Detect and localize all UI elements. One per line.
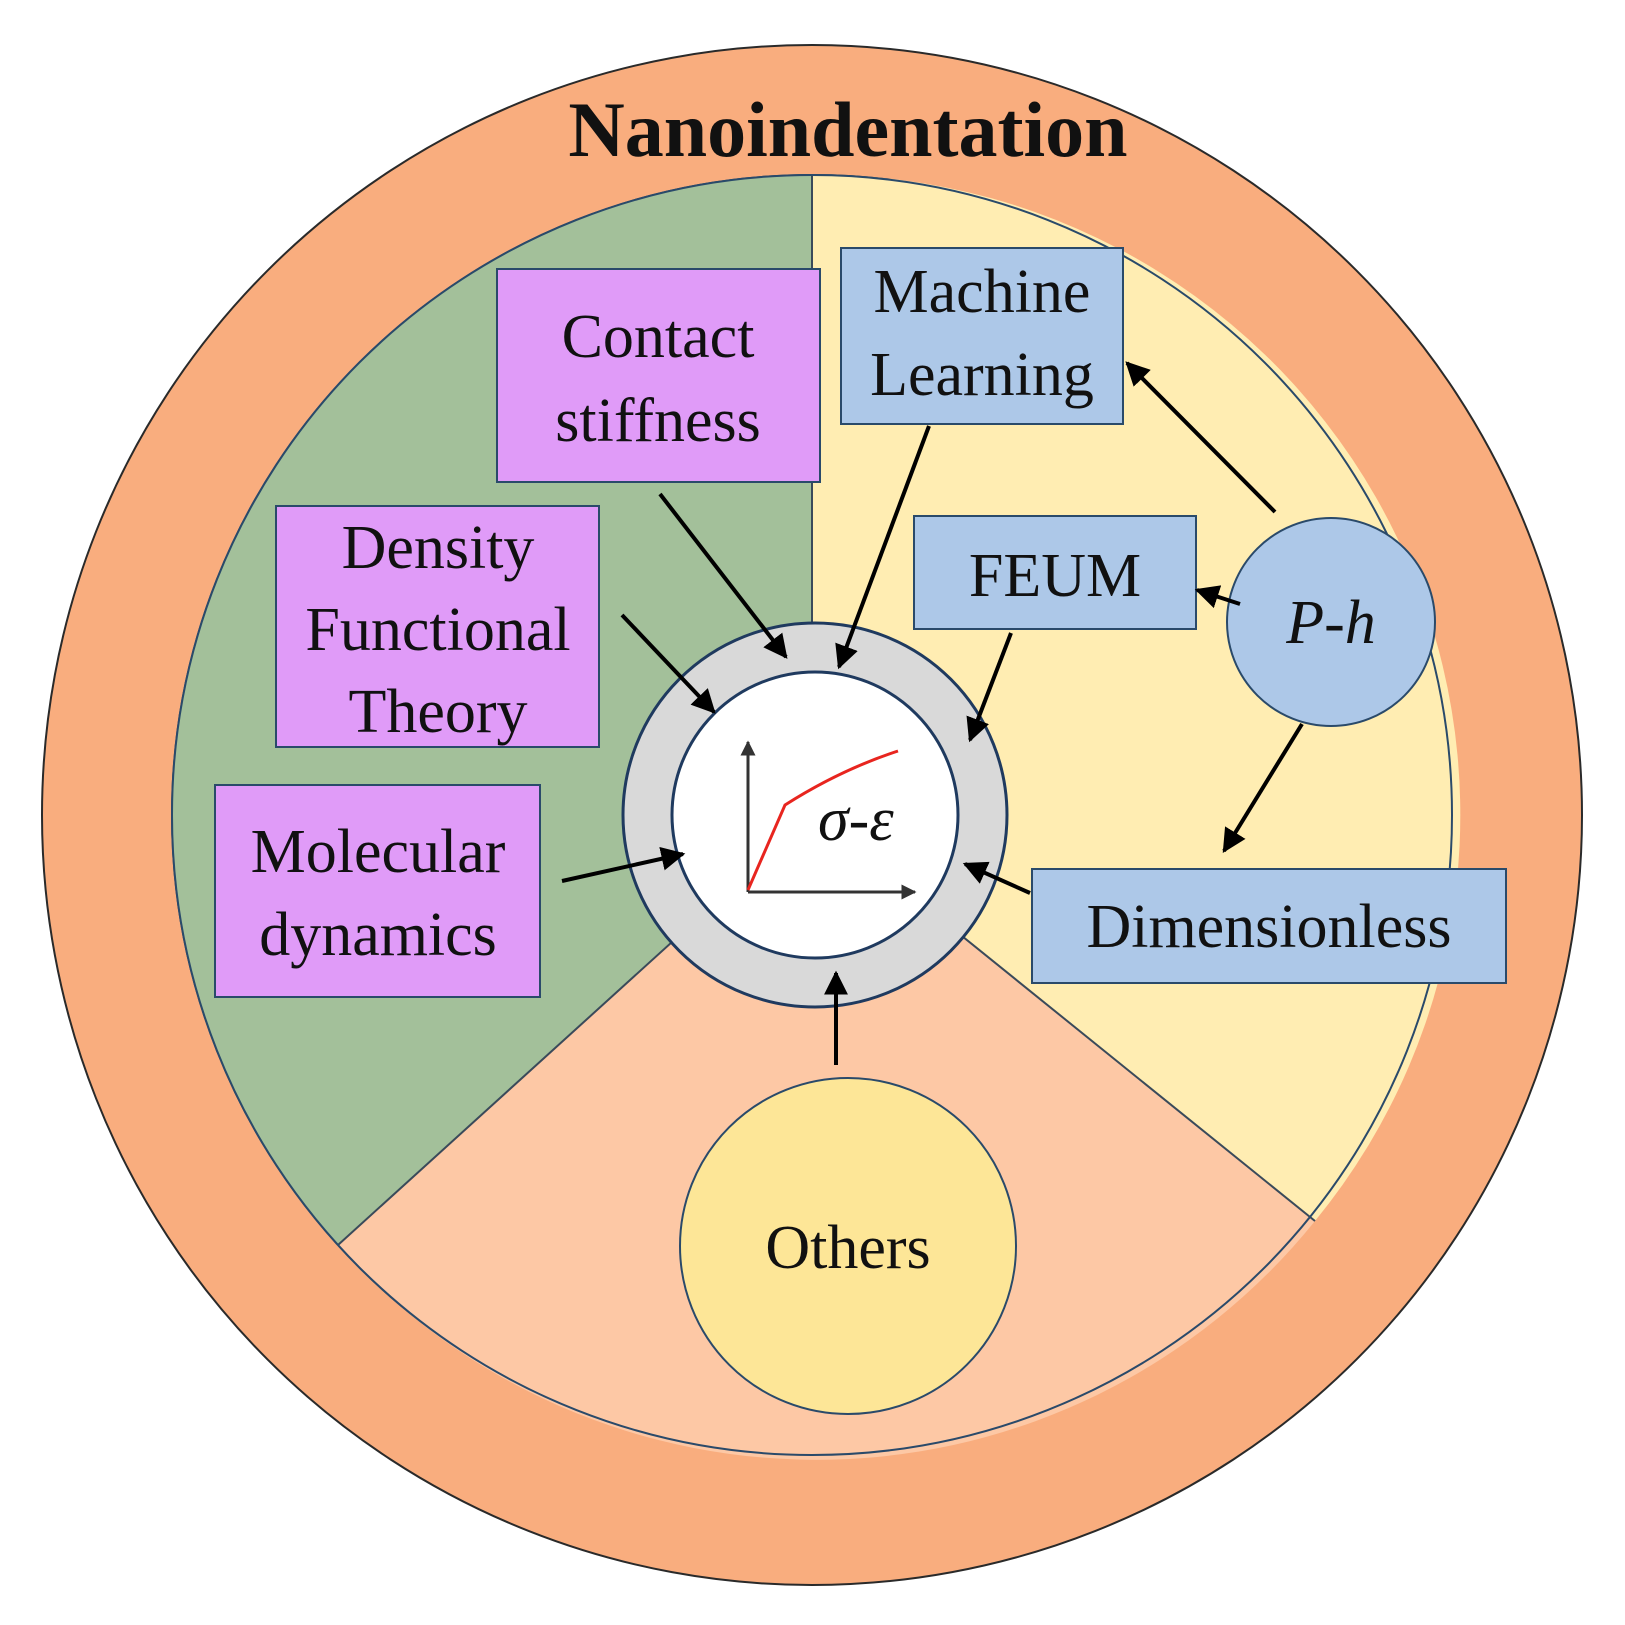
sigma-symbol: σ (818, 786, 851, 854)
arrow-contact-stiffness-to-center (658, 492, 788, 659)
stress-strain-icon (740, 740, 917, 900)
machine-learning-line-1: Machine (874, 258, 1091, 326)
molecular-dynamics-line-2: dynamics (259, 901, 497, 969)
arrow-ml-to-center (835, 425, 931, 670)
diagram-title: Nanoindentation (568, 86, 1127, 173)
molecular-dynamics-box: Molecular dynamics (214, 784, 541, 998)
dft-box: Density Functional Theory (275, 505, 600, 748)
machine-learning-line-2: Learning (870, 341, 1094, 409)
p-h-label: P-h (1285, 589, 1376, 657)
contact-stiffness-box: Contact stiffness (496, 268, 821, 483)
arrow-ph-to-machine-learning (1125, 361, 1277, 514)
dft-line-2: Functional (305, 596, 570, 664)
dft-line-1: Density (342, 514, 535, 582)
dimensionless-box: Dimensionless (1031, 868, 1507, 984)
arrow-ph-to-dimensionless (1222, 722, 1304, 854)
feum-box: FEUM (913, 515, 1197, 630)
stress-strain-curve (746, 749, 899, 891)
arrow-dimensionless-to-center (962, 861, 1031, 895)
others-label: Others (765, 1214, 930, 1282)
contact-stiffness-line-2: stiffness (555, 387, 761, 455)
dimensionless-label: Dimensionless (1086, 893, 1451, 961)
feum-label: FEUM (969, 542, 1141, 610)
machine-learning-box: Machine Learning (840, 247, 1124, 425)
arrow-feum-to-center (966, 632, 1013, 743)
dft-line-3: Theory (348, 678, 527, 746)
sigma-epsilon-label: σ-ε (818, 786, 894, 854)
center-core (670, 670, 960, 960)
contact-stiffness-line-1: Contact (562, 303, 755, 371)
arrow-dft-to-center (620, 613, 716, 714)
p-h-circle: P-h (1226, 517, 1436, 727)
molecular-dynamics-line-1: Molecular (251, 818, 506, 886)
epsilon-symbol: ε (869, 786, 894, 854)
sigma-epsilon-dash: - (849, 786, 870, 854)
arrows (561, 361, 1304, 1065)
arrow-md-to-center (561, 846, 686, 883)
arrow-ph-to-feum (1194, 585, 1241, 609)
others-circle: Others (679, 1077, 1017, 1415)
